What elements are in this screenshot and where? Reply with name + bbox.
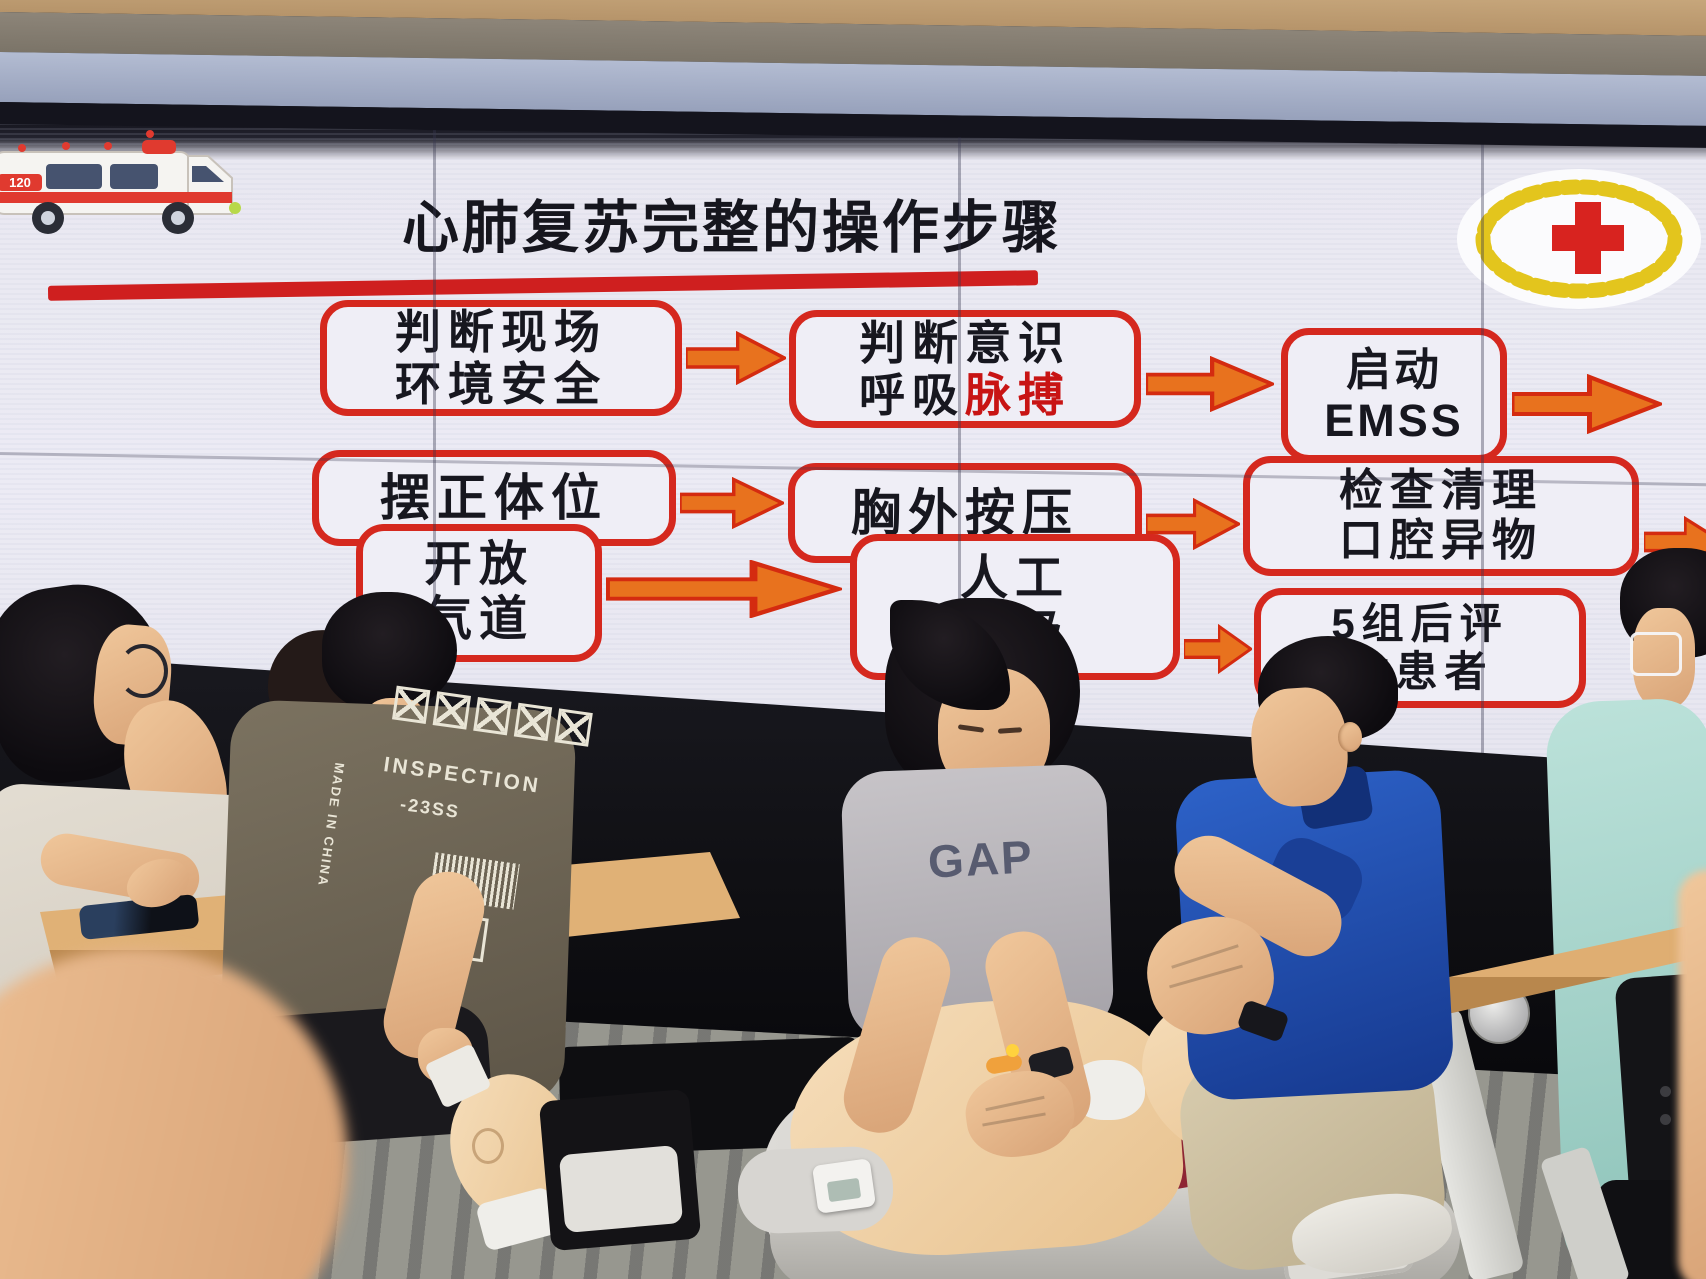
- trainee-brown-hair: [322, 592, 457, 712]
- flow-box-line: 胸外按压: [851, 484, 1079, 541]
- flow-box-assess-scene: 判断现场 环境安全: [320, 300, 682, 416]
- flow-box-line: 判断意识: [859, 316, 1071, 369]
- woman-shirt-logo: GAP: [926, 830, 1035, 888]
- foreground-arm-right-edge: [1678, 870, 1706, 1279]
- flow-arrow: [686, 331, 786, 385]
- screen-panel-seam: [1481, 115, 1484, 783]
- instructor-ear: [1338, 722, 1362, 752]
- observer-teal-face: [1633, 608, 1695, 708]
- red-cross-emblem-icon: [1457, 169, 1701, 309]
- care-icon: [554, 708, 593, 747]
- slide-title: 心肺复苏完整的操作步骤: [402, 196, 1062, 260]
- flow-box-line: 启动: [1345, 343, 1442, 395]
- woman-yellow-bead: [1006, 1044, 1019, 1057]
- chair-hole: [1660, 1086, 1671, 1097]
- flow-box-text: 呼吸: [859, 369, 965, 421]
- flow-arrow: [1184, 624, 1252, 674]
- observer-teal-glasses: [1630, 632, 1682, 676]
- care-icon: [473, 696, 512, 736]
- ambulance-number-label: 120: [9, 175, 31, 190]
- screen-panel-seam: [433, 115, 436, 775]
- case-foam-pad: [558, 1145, 684, 1233]
- flow-box-line: 口腔异物: [1339, 516, 1543, 565]
- instructor-face: [1248, 684, 1351, 810]
- flow-box-line: 5组后评: [1331, 600, 1509, 648]
- flow-box-line: 呼吸脉搏: [859, 369, 1071, 421]
- flow-box-line: 开放: [423, 538, 534, 592]
- flow-box-activate-emss: 启动 EMSS: [1281, 328, 1507, 462]
- chair-hole: [1660, 1114, 1671, 1125]
- flow-arrow: [1146, 498, 1240, 550]
- care-icon: [392, 685, 431, 724]
- flow-box-clear-airway-debris: 检查清理 口腔异物: [1243, 456, 1639, 576]
- flow-box-line: 检查清理: [1339, 465, 1543, 515]
- cpr-manikin-left-ear: [472, 1128, 504, 1164]
- flow-box-line: 人工: [959, 552, 1070, 606]
- flow-box-line: 环境安全: [395, 358, 607, 410]
- trainee-left-glasses: [118, 644, 168, 698]
- flow-arrow: [1146, 356, 1274, 412]
- flow-box-line: 摆正体位: [380, 469, 608, 526]
- care-icon: [513, 702, 553, 742]
- ambulance-icon: 120: [0, 130, 241, 234]
- flow-box-check-consciousness: 判断意识 呼吸脉搏: [789, 310, 1141, 428]
- flow-box-line: EMSS: [1324, 395, 1464, 446]
- flow-arrow: [606, 560, 842, 618]
- screen-panel-seam: [958, 115, 961, 779]
- flow-arrow: [680, 477, 784, 529]
- ceiling: [0, 0, 1706, 149]
- flow-box-line: 判断现场: [395, 305, 607, 358]
- flow-arrow: [1512, 374, 1662, 434]
- care-icon: [432, 691, 472, 730]
- flow-box-text-highlight: 脉搏: [965, 369, 1071, 421]
